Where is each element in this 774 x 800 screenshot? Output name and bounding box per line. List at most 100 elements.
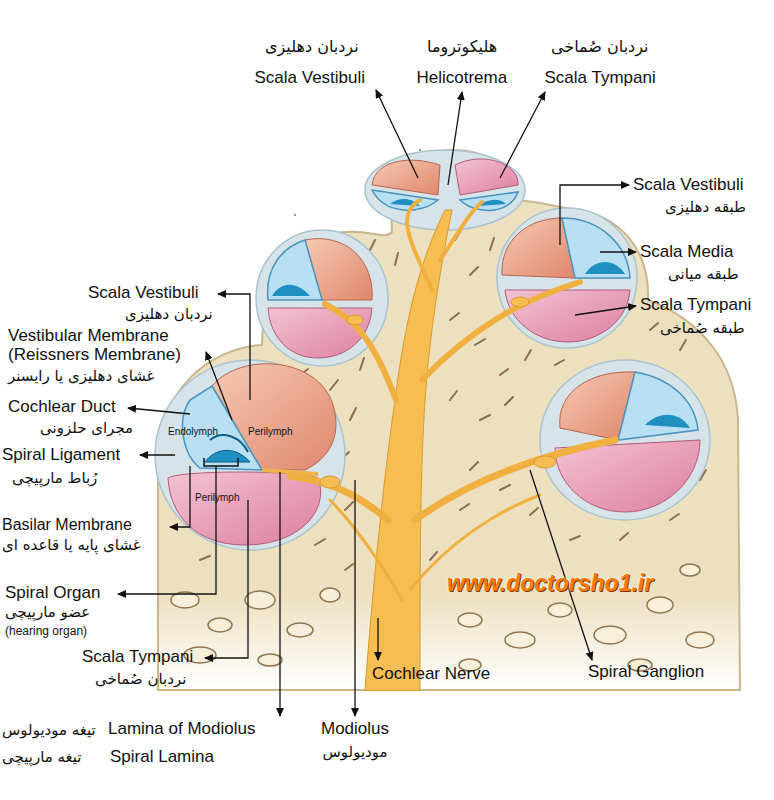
bone-texture-part	[500, 369, 508, 375]
leader-lines-part	[279, 472, 280, 716]
spongy-bone-part	[458, 613, 482, 627]
part-label: Modiolus	[321, 719, 389, 739]
spongy-bone-part	[245, 591, 275, 609]
bone-texture-part	[470, 267, 478, 275]
part-label: Spiral Ganglion	[588, 662, 704, 682]
spiral-ganglion-part	[347, 315, 363, 325]
bony-cochlea	[158, 150, 740, 690]
middle-turn-right-part	[505, 290, 630, 342]
leader-lines-part	[218, 294, 250, 400]
bone-texture-part	[330, 380, 338, 390]
cochlear-nerve-part	[415, 440, 615, 520]
middle-turn-left-part	[272, 285, 310, 296]
spongy-bone	[171, 564, 714, 671]
part-label: Spiral Organ	[5, 583, 100, 603]
persian-label: تیغه مارپیچی	[2, 749, 81, 766]
apical-turn-part	[455, 159, 518, 195]
spongy-bone-part	[287, 623, 313, 637]
cochlear-nerve	[290, 200, 615, 690]
bone-texture-part	[490, 238, 494, 250]
part-label: Spiral Lamina	[110, 747, 214, 767]
spongy-bone-part	[208, 618, 232, 632]
persian-label: هلیکوتروما	[427, 38, 497, 56]
persian-label: غشای پایه یا قاعده ای	[2, 537, 141, 554]
spiral-ganglion-part	[534, 456, 556, 468]
part-label: Scala Tympani	[82, 647, 193, 667]
part-label: Scala Tympani	[545, 68, 656, 88]
bone-texture-part	[500, 485, 510, 490]
leader-lines-part	[377, 618, 378, 660]
part-label: Vestibular Membrane	[8, 326, 169, 346]
spongy-bone-part	[548, 603, 572, 617]
middle-turn-left-part	[268, 240, 322, 300]
persian-label: مجرای حلزونی	[40, 420, 133, 437]
part-label: Spiral Ligament	[2, 445, 120, 465]
middle-turn-right-part	[585, 262, 625, 274]
part-label: Scala Vestibuli	[255, 68, 366, 88]
bone-texture-part	[450, 313, 459, 320]
bone-texture-part	[525, 350, 531, 360]
middle-turn-left	[268, 239, 373, 358]
bone-texture-part	[345, 502, 353, 510]
cochlear-nerve-part	[330, 500, 402, 600]
persian-label: طبقه میانی	[668, 266, 739, 283]
watermark: www.doctorsho1.ir	[447, 570, 653, 596]
bony-cochlea-part	[158, 150, 740, 690]
part-label: Perilymph	[248, 426, 292, 438]
bone-texture-part	[570, 536, 580, 540]
part-label: (hearing organ)	[5, 625, 87, 639]
basal-turn-left-part	[168, 472, 321, 545]
part-label: Cochlear Duct	[8, 397, 116, 417]
bone-texture-part	[530, 508, 538, 515]
persian-label: نردبان دهلیزی	[265, 38, 359, 56]
periosteum-rings-part	[497, 208, 637, 348]
bone-texture-part	[555, 360, 564, 365]
persian-label: عضو مارپیچی	[5, 604, 90, 621]
cochlear-nerve-part	[422, 282, 580, 380]
bone-texture-part	[200, 556, 210, 560]
part-label: Scala Tympani	[640, 295, 751, 315]
leader-lines-part	[448, 92, 462, 185]
part-label: Helicotrema	[417, 68, 508, 88]
leader-lines-part	[205, 500, 248, 658]
part-label: Basilar Membrane	[2, 516, 132, 534]
leader-lines-part	[376, 90, 418, 178]
leader-lines-part	[206, 352, 232, 420]
bone-texture-part	[460, 504, 469, 510]
bone-texture-part	[350, 408, 356, 420]
periosteum-rings-part	[540, 360, 710, 520]
persian-label: طبقه دهلیزی	[665, 199, 746, 216]
bone-texture-part	[370, 240, 375, 250]
cochlear-nerve-part	[407, 200, 432, 290]
persian-label: نردبان صُماخی	[95, 671, 186, 688]
bone-texture-part	[430, 552, 437, 560]
leader-lines	[118, 90, 636, 716]
leader-lines-part	[600, 251, 636, 252]
persian-label: طبقه صُماخی	[660, 320, 745, 337]
spongy-bone-part	[680, 564, 700, 576]
apical-turn-part	[460, 192, 518, 210]
spiral-ganglion	[320, 297, 556, 488]
apical-turn	[372, 159, 518, 211]
spongy-bone-part	[594, 626, 626, 644]
part-label: Scala Vestibuli	[88, 283, 199, 303]
bone-texture-part	[650, 323, 658, 330]
bone-texture-part	[315, 539, 325, 545]
spiral-ganglion-part	[320, 476, 340, 488]
leader-lines-part	[140, 454, 175, 455]
bone-texture-part	[450, 391, 457, 400]
persian-label: رُباط مارپیچی	[12, 470, 97, 487]
basal-turn-left-part	[204, 458, 238, 466]
basal-turn-right	[555, 372, 700, 512]
leader-lines-part	[575, 306, 636, 315]
persian-label: تیغه مودیولوس	[2, 722, 96, 739]
bone-texture-part	[345, 564, 353, 570]
persian-label: نردبان دهلیزی	[125, 306, 213, 323]
spongy-bone-part	[505, 632, 535, 648]
part-label: (Reissners Membrane)	[8, 345, 181, 365]
basal-turn-right-part	[645, 415, 690, 428]
spongy-bone-part	[258, 654, 282, 666]
apical-turn-part	[372, 190, 438, 210]
cochlear-nerve-part	[365, 210, 452, 690]
cochlear-nerve-part	[440, 202, 482, 260]
